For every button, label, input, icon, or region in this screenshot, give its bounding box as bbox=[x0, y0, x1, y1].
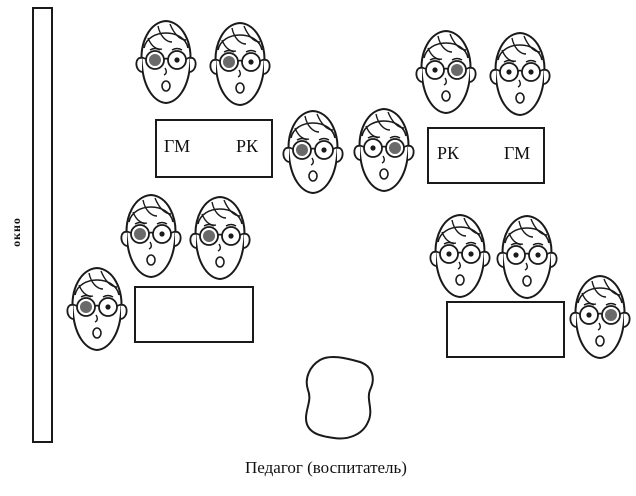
child-with-glasses-icon bbox=[416, 31, 475, 113]
desk-bottom-right bbox=[447, 302, 564, 357]
teacher-label: Педагог (воспитатель) bbox=[245, 458, 407, 477]
desk-label-gm: ГМ bbox=[164, 136, 190, 156]
child-with-glasses-icon bbox=[136, 21, 195, 103]
teacher-blob-icon bbox=[306, 357, 373, 439]
child-with-glasses-icon bbox=[121, 195, 180, 277]
desk-label-gm: ГМ bbox=[504, 143, 530, 163]
child-with-glasses-icon bbox=[354, 109, 413, 191]
child-with-glasses-icon bbox=[283, 111, 342, 193]
desk-label-rk: РК bbox=[437, 143, 460, 163]
child-with-glasses-icon bbox=[497, 216, 556, 298]
window bbox=[33, 8, 52, 442]
child-with-glasses-icon bbox=[67, 268, 126, 350]
child-with-glasses-icon bbox=[430, 215, 489, 297]
desk-label-rk: РК bbox=[236, 136, 259, 156]
child-with-glasses-icon bbox=[210, 23, 269, 105]
desk-bottom-left bbox=[135, 287, 253, 342]
child-with-glasses-icon bbox=[190, 197, 249, 279]
child-with-glasses-icon bbox=[490, 33, 549, 115]
window-label: окно bbox=[9, 217, 23, 247]
child-with-glasses-icon bbox=[570, 276, 629, 358]
